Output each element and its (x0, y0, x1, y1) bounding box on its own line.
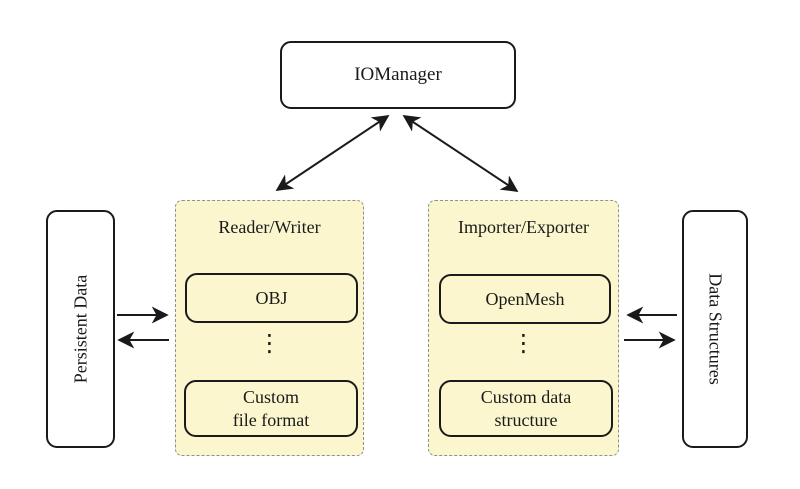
openmesh-node: OpenMesh (439, 274, 611, 324)
iomanager-label: IOManager (354, 64, 442, 85)
obj-node: OBJ (185, 273, 358, 323)
custom-file-format-node: Custom file format (184, 380, 358, 437)
persistent-data-label: Persistent Data (70, 274, 90, 384)
arrow-iomanager-importer-exporter-icon (402, 115, 519, 192)
persistent-data-node: Persistent Data (46, 210, 115, 448)
importer-exporter-panel-label: Importer/Exporter (458, 217, 589, 237)
reader-writer-panel: Reader/Writer OBJ ⋮ Custom file format (175, 200, 364, 456)
obj-label: OBJ (255, 287, 288, 308)
iomanager-node: IOManager (280, 41, 516, 109)
custom-data-structure-line1: Custom data (480, 387, 572, 407)
openmesh-label: OpenMesh (485, 288, 565, 309)
vertical-ellipsis: ⋮ (511, 329, 536, 357)
reader-writer-panel-label: Reader/Writer (218, 217, 321, 237)
custom-file-format-line1: Custom (242, 387, 299, 407)
custom-data-structure-node: Custom data structure (439, 380, 613, 437)
importer-exporter-panel: Importer/Exporter OpenMesh ⋮ Custom data… (428, 200, 619, 456)
vertical-ellipsis: ⋮ (257, 329, 282, 357)
data-structures-node: Data Structures (682, 210, 748, 448)
custom-data-structure-line2: structure (494, 409, 558, 430)
custom-file-format-line2: file format (232, 409, 310, 430)
data-structures-label: Data Structures (705, 273, 726, 385)
arrow-iomanager-reader-writer-icon (275, 115, 390, 191)
